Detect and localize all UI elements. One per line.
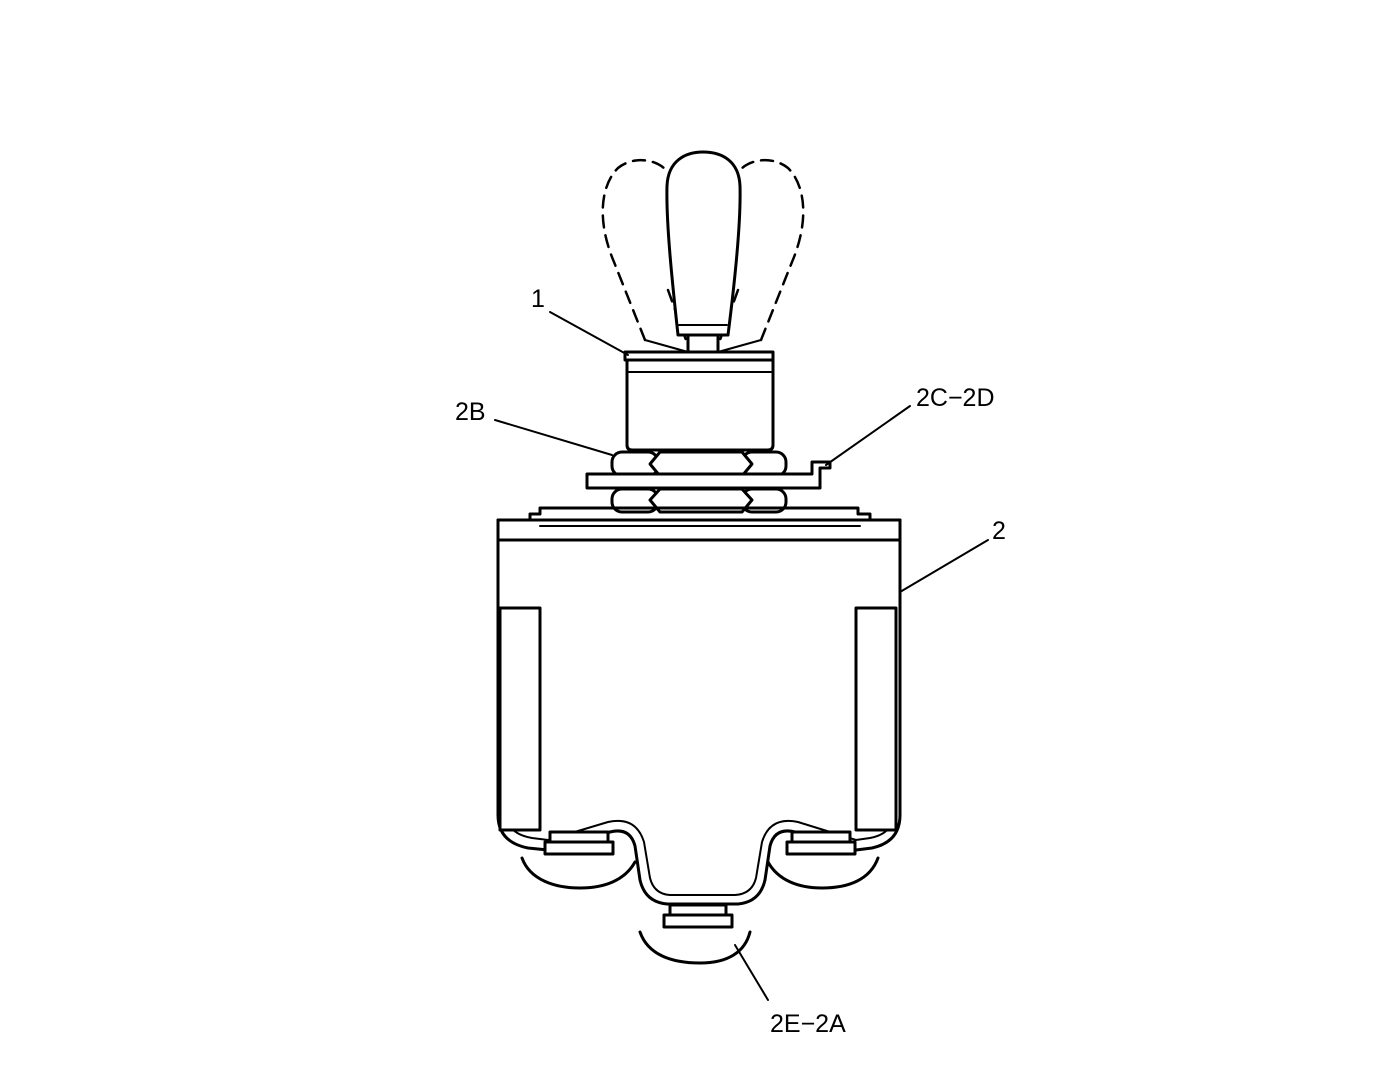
leader-line-2b bbox=[494, 419, 613, 456]
callout-label-2b: 2B bbox=[455, 398, 486, 426]
terminal-right-dome bbox=[766, 856, 880, 890]
leader-line-2e-2a bbox=[734, 944, 769, 1001]
switch-body-top-plate bbox=[496, 506, 902, 522]
terminal-right-washer bbox=[785, 840, 857, 856]
callout-label-2c-2d: 2C−2D bbox=[916, 384, 995, 412]
callout-label-1: 1 bbox=[531, 285, 545, 313]
bushing bbox=[625, 358, 775, 452]
terminal-center-dome bbox=[638, 930, 752, 965]
nut-top-center-face bbox=[648, 450, 754, 478]
lever-stem bbox=[686, 333, 720, 354]
lever-base-right bbox=[717, 339, 762, 353]
lever-right-dashed bbox=[736, 159, 805, 342]
terminal-left-washer bbox=[543, 840, 615, 856]
switch-body-outline bbox=[496, 518, 902, 906]
terminal-left-dome bbox=[520, 856, 637, 890]
callout-label-2: 2 bbox=[992, 517, 1006, 545]
lever-center bbox=[665, 150, 742, 337]
callout-label-2e-2a: 2E−2A bbox=[770, 1010, 846, 1038]
switch-body-left-panel bbox=[498, 606, 542, 832]
leader-line-2c-2d bbox=[825, 405, 911, 466]
terminal-center-washer bbox=[662, 913, 734, 929]
lever-left-dashed bbox=[601, 159, 670, 342]
lever-base-left bbox=[644, 339, 689, 353]
nut-bottom-center-face bbox=[648, 487, 754, 514]
switch-body-right-panel bbox=[854, 606, 898, 832]
leader-line-2 bbox=[899, 539, 989, 593]
leader-line-1 bbox=[549, 311, 629, 356]
